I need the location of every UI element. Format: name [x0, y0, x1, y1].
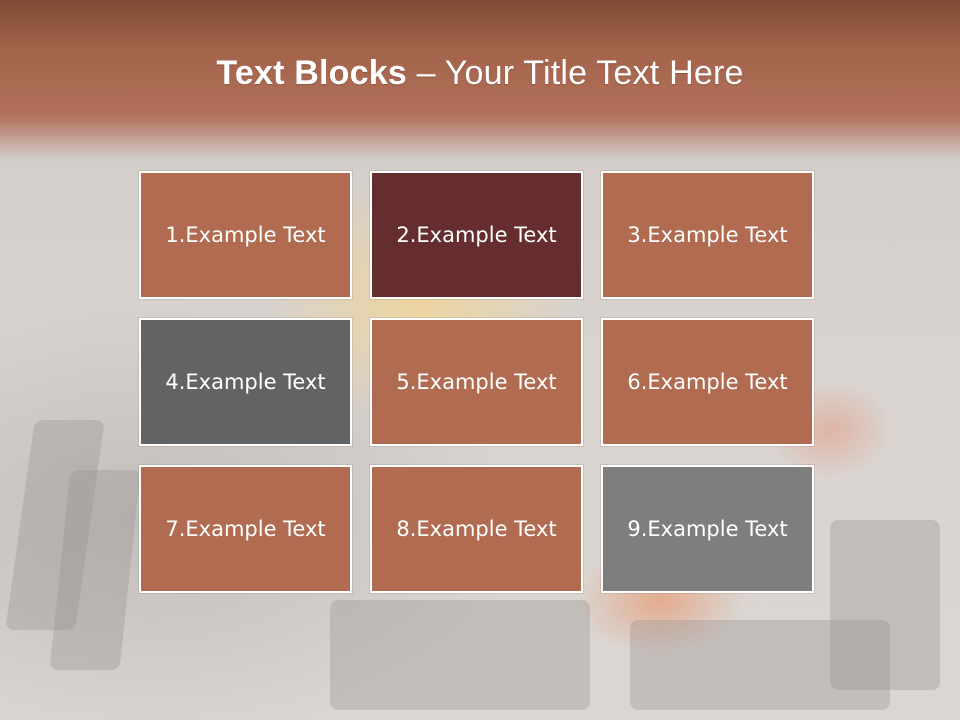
title-subtitle-text: Your Title Text Here: [444, 54, 744, 92]
text-block-9[interactable]: 9.Example Text: [601, 465, 814, 593]
text-block-8[interactable]: 8.Example Text: [370, 465, 583, 593]
text-block-label: 6.Example Text: [627, 370, 788, 394]
background-grate-shape: [630, 620, 890, 710]
text-block-label: 5.Example Text: [396, 370, 557, 394]
text-block-7[interactable]: 7.Example Text: [139, 465, 352, 593]
text-block-label: 8.Example Text: [396, 517, 557, 541]
title-dash: –: [416, 54, 436, 92]
text-block-label: 3.Example Text: [627, 223, 788, 247]
text-block-5[interactable]: 5.Example Text: [370, 318, 583, 446]
text-block-label: 4.Example Text: [165, 370, 326, 394]
text-block-2[interactable]: 2.Example Text: [370, 171, 583, 299]
text-block-label: 2.Example Text: [396, 223, 557, 247]
text-block-label: 1.Example Text: [165, 223, 326, 247]
text-block-label: 7.Example Text: [165, 517, 326, 541]
text-block-4[interactable]: 4.Example Text: [139, 318, 352, 446]
text-block-6[interactable]: 6.Example Text: [601, 318, 814, 446]
background-grate-shape: [830, 520, 940, 690]
title-bold-text: Text Blocks: [216, 54, 407, 92]
slide-title: Text Blocks – Your Title Text Here: [0, 54, 960, 93]
text-block-3[interactable]: 3.Example Text: [601, 171, 814, 299]
background-grate-shape: [330, 600, 590, 710]
title-band: [0, 0, 960, 160]
text-block-1[interactable]: 1.Example Text: [139, 171, 352, 299]
text-block-label: 9.Example Text: [627, 517, 788, 541]
